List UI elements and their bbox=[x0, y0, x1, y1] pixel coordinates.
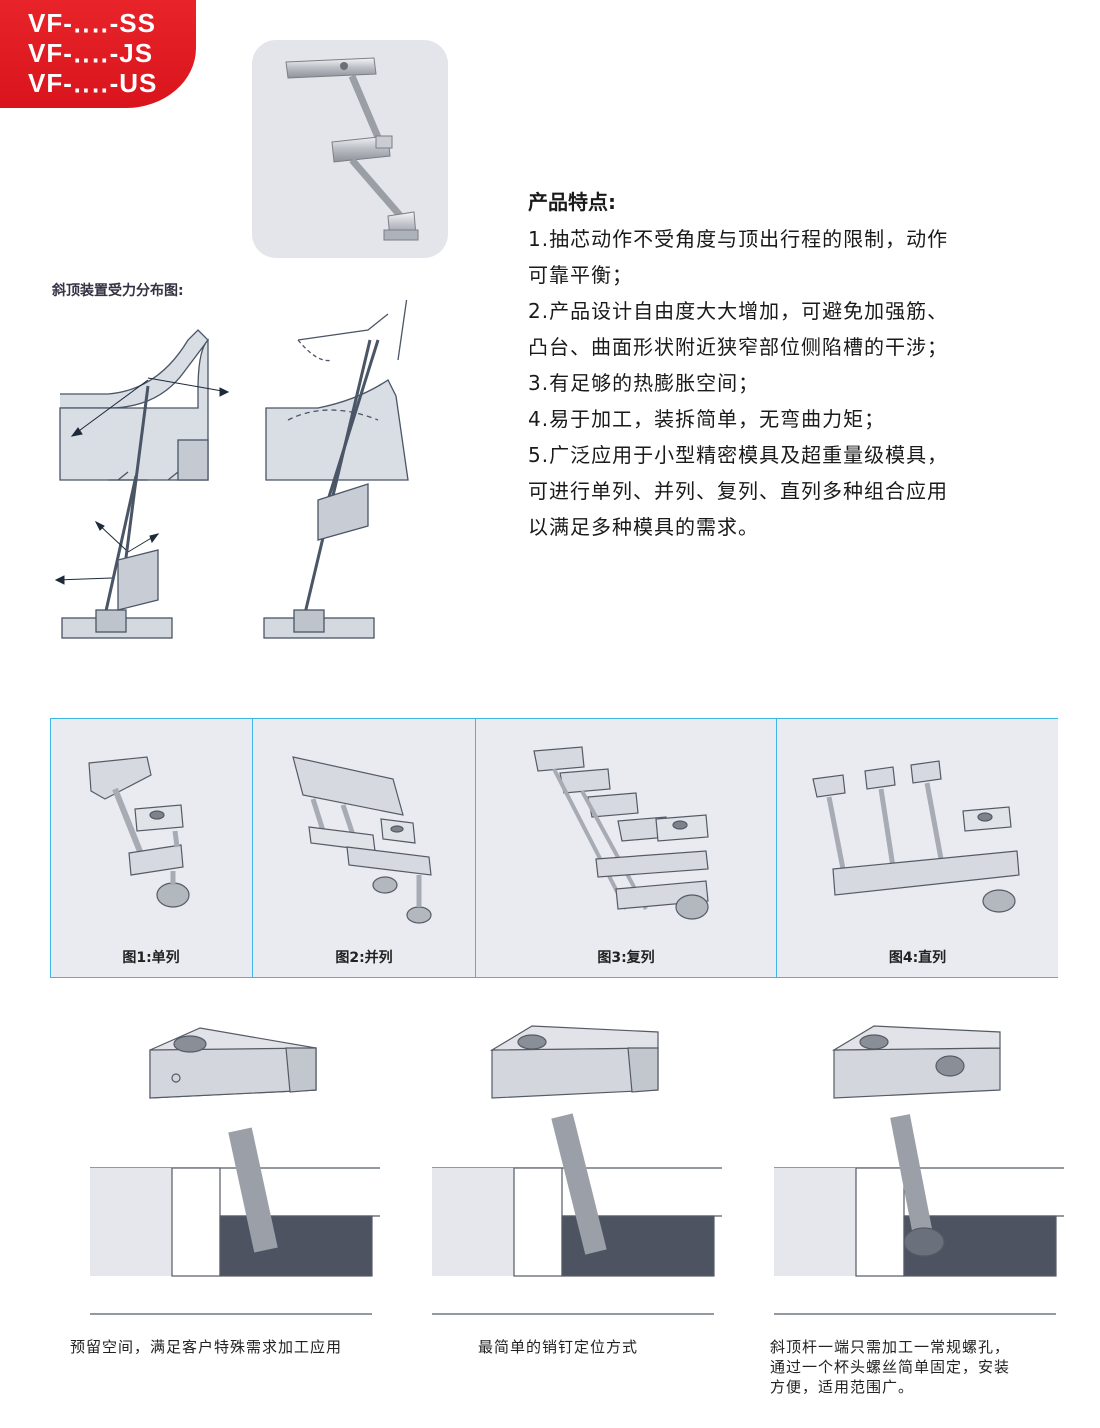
product-photo bbox=[252, 40, 448, 258]
model-badge: VF-‥‥-SS VF-‥‥-JS VF-‥‥-US bbox=[0, 0, 196, 108]
panel-compound: 图3:复列 bbox=[475, 719, 776, 977]
feature-line: 4.易于加工，装拆简单，无弯曲力矩； bbox=[528, 407, 886, 431]
panel-caption: 图3:复列 bbox=[597, 950, 655, 966]
feature-line: 1.抽芯动作不受角度与顶出行程的限制，动作 bbox=[528, 227, 949, 251]
parallel-illustration bbox=[292, 756, 432, 924]
mounting-option-screw bbox=[774, 1025, 1064, 1315]
caption-reserved-space: 预留空间，满足客户特殊需求加工应用 bbox=[70, 1338, 343, 1356]
model-code-us: VF-‥‥-US bbox=[28, 68, 158, 98]
panel-parallel: 图2:并列 bbox=[252, 719, 475, 977]
feature-line: 凸台、曲面形状附近狭窄部位侧陷槽的干涉； bbox=[528, 335, 948, 359]
model-code-ss: VF-‥‥-SS bbox=[28, 8, 156, 38]
mounting-option-reserved-space bbox=[90, 1027, 380, 1315]
single-row-illustration bbox=[88, 756, 190, 908]
features-title: 产品特点: bbox=[528, 190, 616, 214]
compound-illustration bbox=[533, 746, 709, 920]
feature-line: 2.产品设计自由度大大增加，可避免加强筋、 bbox=[528, 299, 949, 323]
force-diagrams bbox=[54, 300, 409, 639]
lifter-assembly-illustration bbox=[285, 57, 419, 241]
panel-caption: 图4:直列 bbox=[888, 950, 947, 966]
panel-caption: 图2:并列 bbox=[335, 950, 393, 966]
model-code-js: VF-‥‥-JS bbox=[28, 38, 154, 68]
feature-line: 可进行单列、并列、复列、直列多种组合应用 bbox=[528, 479, 948, 503]
inline-illustration bbox=[812, 760, 1020, 913]
feature-line: 3.有足够的热膨胀空间； bbox=[528, 371, 760, 395]
feature-line: 可靠平衡； bbox=[528, 263, 633, 287]
caption-pin: 最简单的销钉定位方式 bbox=[478, 1338, 639, 1356]
panel-inline: 图4:直列 bbox=[776, 719, 1058, 977]
configuration-panels: 图1:单列 图2:并列 bbox=[50, 718, 1058, 978]
feature-line: 以满足多种模具的需求。 bbox=[528, 515, 759, 539]
feature-line: 5.广泛应用于小型精密模具及超重量级模具， bbox=[528, 443, 949, 467]
caption-screw-line-3: 方便，适用范围广。 bbox=[770, 1378, 915, 1396]
caption-screw-line-2: 通过一个杯头螺丝简单固定，安装 bbox=[770, 1358, 1011, 1376]
panel-single-row: 图1:单列 bbox=[51, 719, 251, 977]
panel-caption: 图1:单列 bbox=[122, 950, 180, 966]
force-distribution-label: 斜顶装置受力分布图: bbox=[52, 283, 184, 299]
product-features: 产品特点: 1.抽芯动作不受角度与顶出行程的限制，动作 可靠平衡； 2.产品设计… bbox=[528, 186, 1068, 545]
caption-screw-line-1: 斜顶杆一端只需加工一常规螺孔， bbox=[770, 1338, 1011, 1356]
mounting-option-pin bbox=[432, 1025, 722, 1315]
